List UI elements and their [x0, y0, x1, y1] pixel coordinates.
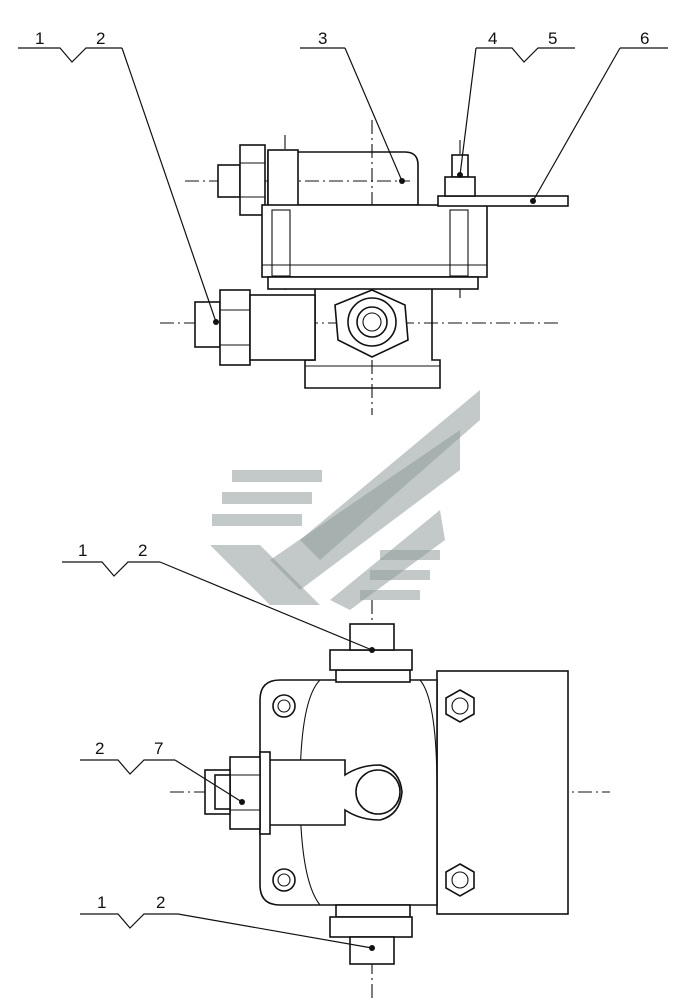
watermark-logo [210, 390, 480, 610]
callout-group-top-6: 6 [530, 29, 668, 204]
callout-label: 1 [35, 29, 44, 48]
callout-label: 1 [97, 893, 106, 912]
callout-label: 6 [640, 29, 649, 48]
callout-label: 7 [154, 739, 163, 758]
callout-label: 5 [548, 29, 557, 48]
callout-label: 2 [96, 29, 105, 48]
callout-label: 1 [78, 541, 87, 560]
callout-group-bottom-left-2-7: 2 7 [80, 739, 245, 805]
callout-label: 2 [138, 541, 147, 560]
callout-group-top-1-2: 1 2 [18, 29, 219, 325]
bottom-view [170, 600, 610, 1000]
callout-group-bottom-lower-1-2: 1 2 [80, 893, 375, 951]
callout-group-bottom-upper-1-2: 1 2 [62, 541, 375, 653]
callout-label: 3 [318, 29, 327, 48]
top-view [160, 120, 569, 415]
callout-group-top-3: 3 [300, 29, 405, 184]
callout-group-top-4-5: 4 5 [457, 29, 575, 178]
callout-label: 2 [156, 893, 165, 912]
callout-label: 2 [95, 739, 104, 758]
callout-label: 4 [488, 29, 497, 48]
